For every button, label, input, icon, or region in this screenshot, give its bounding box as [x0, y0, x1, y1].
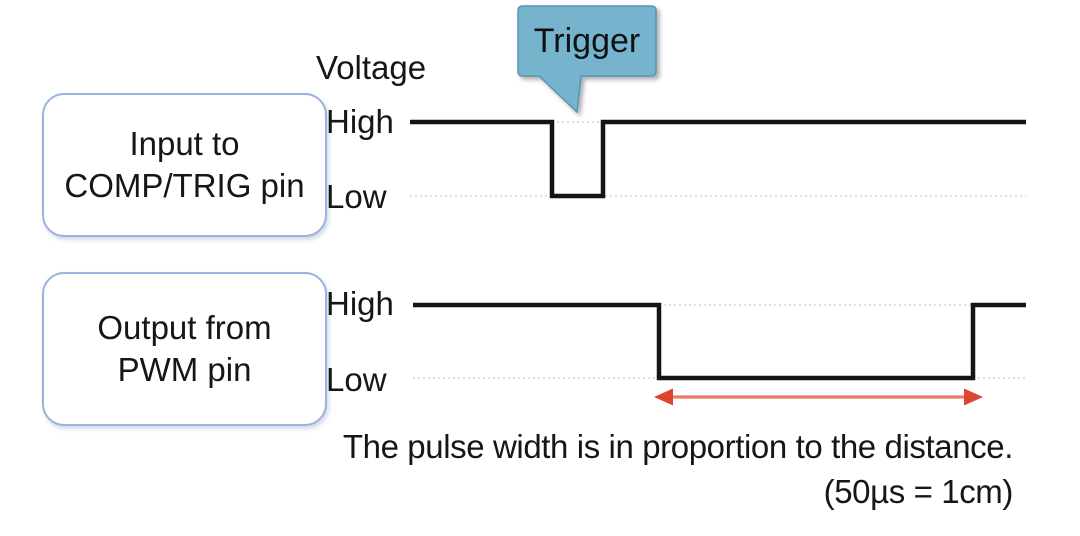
output-low-label: Low — [326, 361, 387, 398]
voltage-axis-label: Voltage — [316, 49, 427, 86]
output-signal-box-label-line1: Output from — [97, 309, 272, 346]
input-signal-box: Input to COMP/TRIG pin — [42, 93, 327, 237]
input-waveform — [410, 119, 1026, 199]
output-high-label: High — [326, 285, 394, 322]
output-signal-box: Output from PWM pin — [42, 272, 327, 426]
pulse-width-arrow — [654, 388, 983, 406]
caption-line2: (50µs = 1cm) — [823, 473, 1014, 510]
caption-line1: The pulse width is in proportion to the … — [342, 428, 1014, 465]
input-low-label: Low — [326, 178, 387, 215]
input-high-label: High — [326, 103, 394, 140]
trigger-callout-shape — [517, 5, 657, 114]
output-waveform — [413, 302, 1026, 381]
input-signal-box-label-line1: Input to — [129, 125, 240, 162]
pulse-width-arrow-right-head — [964, 388, 983, 406]
caption: The pulse width is in proportion to the … — [342, 424, 1014, 514]
output-signal-box-label-line2: PWM pin — [117, 351, 252, 388]
input-signal-box-label-line2: COMP/TRIG pin — [64, 167, 305, 204]
trigger-callout-label: Trigger — [533, 21, 641, 60]
pulse-width-arrow-left-head — [654, 388, 673, 406]
